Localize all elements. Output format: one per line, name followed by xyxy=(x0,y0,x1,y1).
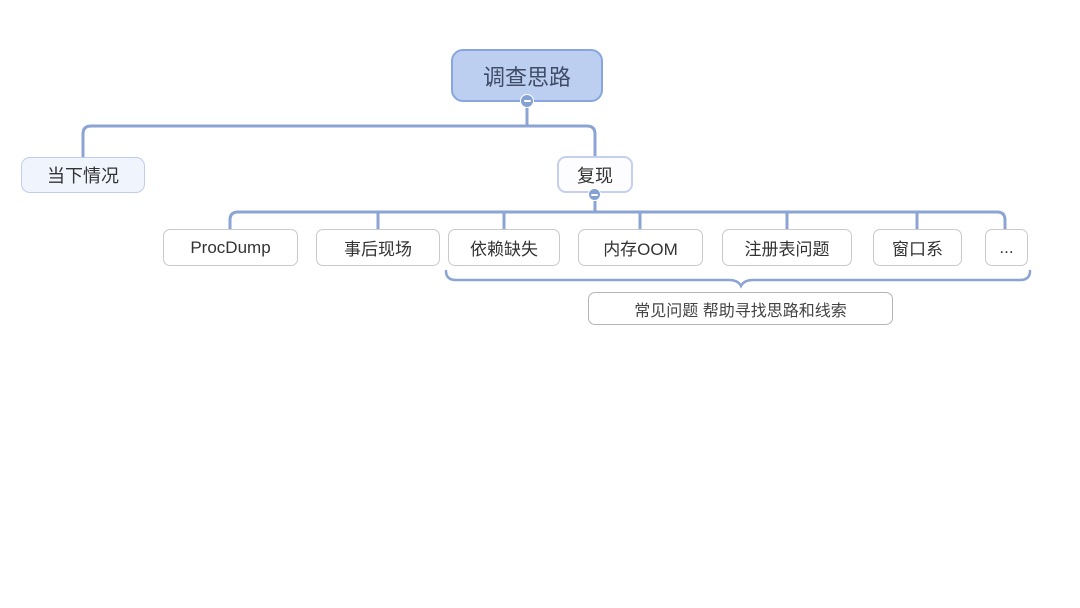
topic-label: 窗口系 xyxy=(892,240,943,259)
topic-label: 事后现场 xyxy=(344,240,412,259)
level2-connector xyxy=(228,210,1007,231)
topic-window-related[interactable]: 窗口系 xyxy=(873,229,962,266)
root-collapse-button[interactable] xyxy=(520,94,534,108)
level1-connector xyxy=(81,124,597,159)
topic-label: 内存OOM xyxy=(603,240,678,259)
collapse-minus-icon xyxy=(523,100,531,102)
topic-current-situation[interactable]: 当下情况 xyxy=(21,157,145,193)
topic-memory-oom[interactable]: 内存OOM xyxy=(578,229,703,266)
topic-registry-problem[interactable]: 注册表问题 xyxy=(722,229,852,266)
topic-label: 复现 xyxy=(577,165,613,186)
summary-topic[interactable]: 常见问题 帮助寻找思路和线索 xyxy=(588,292,893,325)
summary-brace xyxy=(444,269,1032,289)
topic-postmortem-scene[interactable]: 事后现场 xyxy=(316,229,440,266)
reproduce-collapse-button[interactable] xyxy=(588,188,601,201)
collapse-minus-icon xyxy=(591,193,598,196)
topic-label: ProcDump xyxy=(190,237,271,257)
topic-label: ... xyxy=(999,237,1014,257)
topic-label: 依赖缺失 xyxy=(470,240,538,259)
topic-label: 注册表问题 xyxy=(744,240,830,259)
root-topic-label: 调查思路 xyxy=(482,64,571,90)
summary-label: 常见问题 帮助寻找思路和线索 xyxy=(634,302,847,320)
topic-missing-dependency[interactable]: 依赖缺失 xyxy=(448,229,560,266)
topic-label: 当下情况 xyxy=(47,166,119,186)
topic-procdump[interactable]: ProcDump xyxy=(163,229,298,266)
topic-ellipsis[interactable]: ... xyxy=(985,229,1028,266)
